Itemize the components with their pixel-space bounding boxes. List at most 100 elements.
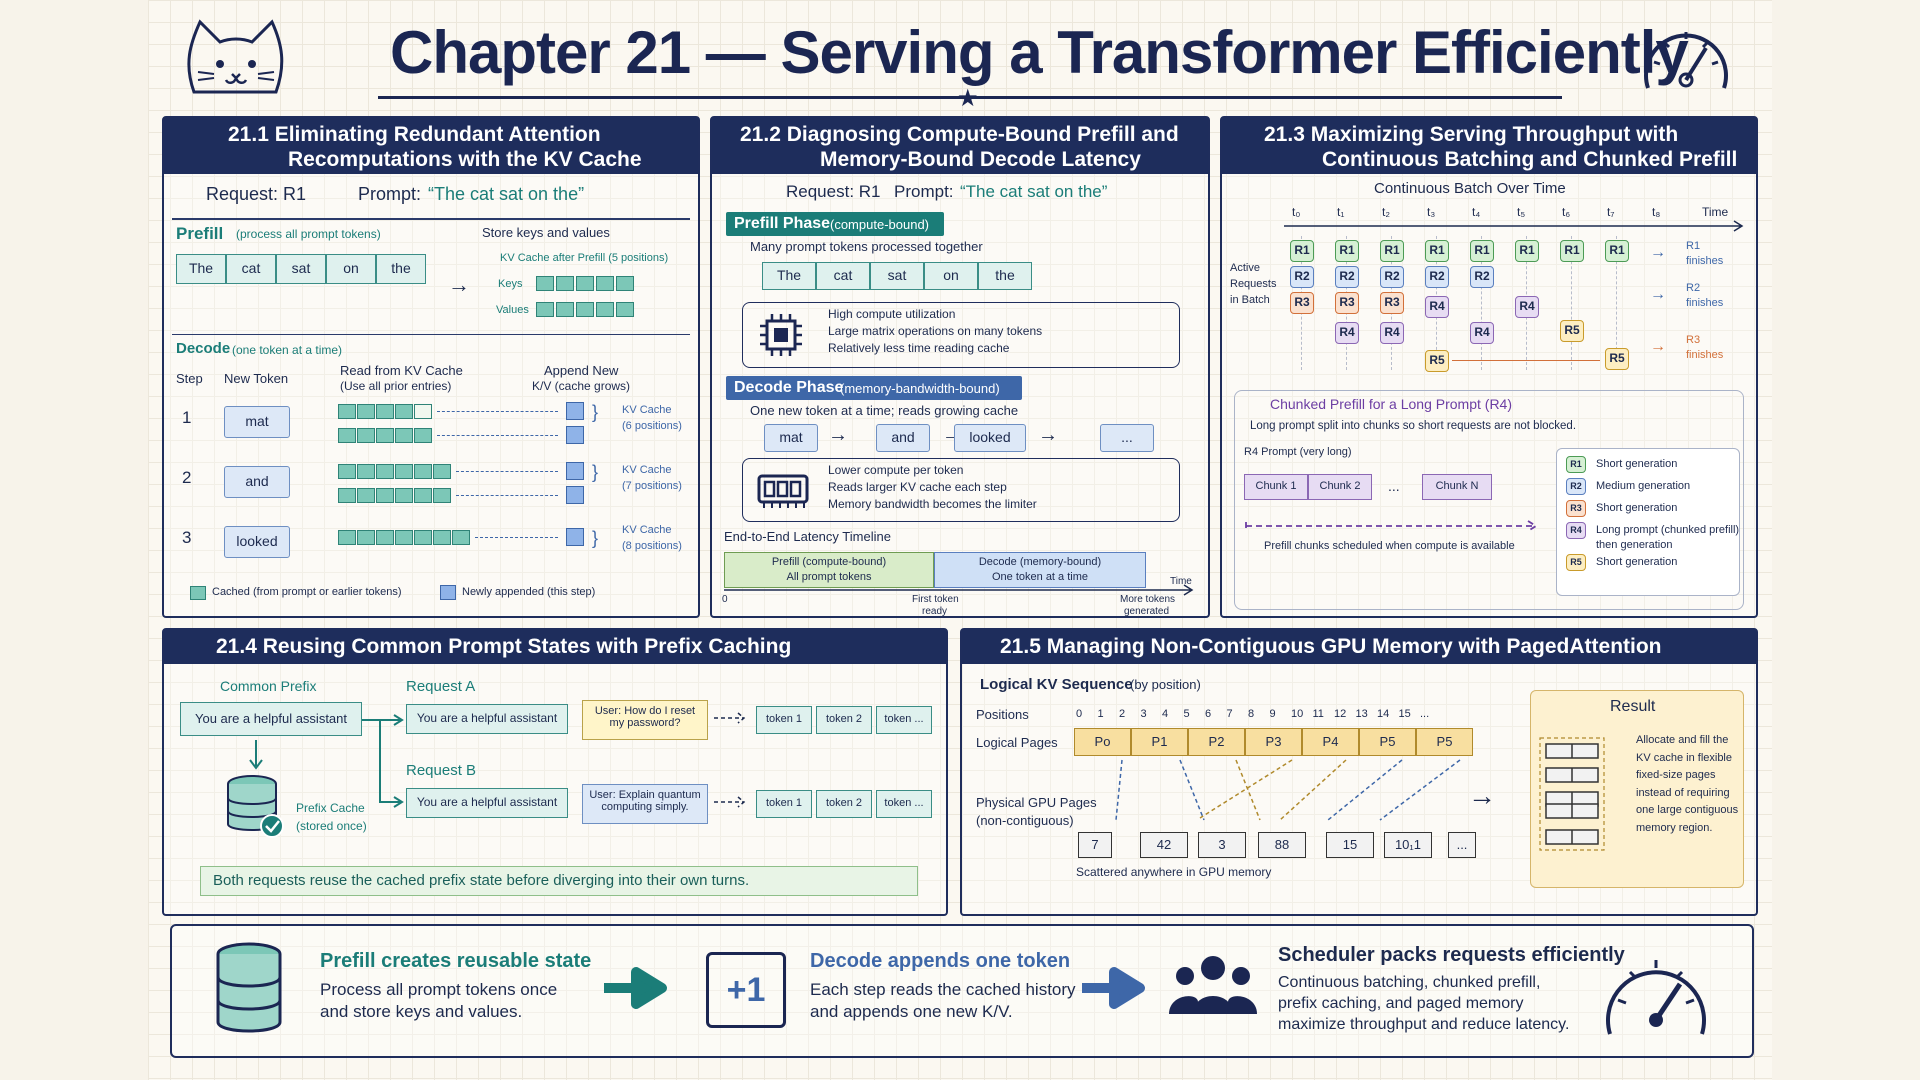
- legend-swatch-r4: R4: [1566, 522, 1586, 539]
- prefill-phase-note: (compute-bound): [830, 217, 929, 232]
- legend-text: then generation: [1596, 539, 1673, 551]
- user-a-line-1: User: How do I reset: [594, 705, 696, 717]
- prompt-token: on: [326, 254, 376, 284]
- physical-page: 7: [1078, 832, 1112, 858]
- chunk-title: Chunked Prefill for a Long Prompt (R4): [1270, 396, 1512, 412]
- title-underline: [378, 96, 1562, 99]
- key-cell: [596, 276, 614, 291]
- cached-cell: [376, 428, 394, 443]
- key-cell: [616, 276, 634, 291]
- grid-line: [1481, 236, 1482, 370]
- arrow-right-icon: →: [1650, 286, 1666, 303]
- database-icon: [216, 942, 282, 1033]
- chunk-box: Chunk N: [1422, 474, 1492, 500]
- cached-cell: [395, 464, 413, 479]
- position-number: 15: [1398, 708, 1411, 720]
- position-number: 3: [1140, 708, 1147, 720]
- cache-store-arrow: [249, 740, 263, 770]
- prefill-phase-tag: Prefill Phase (compute-bound): [726, 212, 944, 236]
- header-line-1: 21.2 Diagnosing Compute-Bound Prefill an…: [740, 123, 1179, 146]
- legend-swatch-r1: R1: [1566, 456, 1586, 473]
- kv-cache-label: KV Cache: [622, 524, 672, 536]
- output-token: token ...: [876, 706, 932, 734]
- step-number: 1: [182, 408, 192, 427]
- legend-new: Newly appended (this step): [462, 586, 596, 598]
- cached-cell: [395, 488, 413, 503]
- request-r3: R3: [1380, 292, 1404, 314]
- speedometer-icon: [1606, 960, 1706, 1035]
- cpu-chip-icon: [760, 314, 802, 356]
- physical-label-2: (non-contiguous): [976, 813, 1074, 828]
- legend-swatch-r2: R2: [1566, 478, 1586, 495]
- common-prefix-label: Common Prefix: [220, 678, 317, 694]
- divider: [172, 218, 690, 220]
- p1-prompt-label: Prompt:: [358, 184, 422, 204]
- position-number: 4: [1162, 708, 1169, 720]
- new-token-looked: looked: [224, 526, 290, 558]
- active-1: Active: [1230, 262, 1260, 274]
- result-line: fixed-size pages: [1636, 769, 1716, 781]
- footer-3-line-2: prefix caching, and paged memory: [1278, 995, 1524, 1012]
- cached-cell: [414, 464, 432, 479]
- position-number: 7: [1226, 708, 1233, 720]
- footer-2-title: Decode appends one token: [810, 950, 1071, 972]
- cached-cell: [414, 428, 432, 443]
- position-number: 2: [1119, 708, 1126, 720]
- cached-cell: [414, 404, 432, 419]
- position-number: 12: [1334, 708, 1347, 720]
- divider: [172, 334, 690, 335]
- prompt-token: cat: [816, 262, 870, 290]
- request-r1: R1: [1560, 240, 1584, 262]
- new-kv-cell: [566, 426, 584, 444]
- time-tick: t₅: [1517, 205, 1526, 219]
- p1-prompt: “The cat sat on the”: [428, 184, 585, 204]
- cached-cell: [376, 464, 394, 479]
- result-box: [1530, 690, 1744, 888]
- cached-cell: [338, 428, 356, 443]
- value-cell: [616, 302, 634, 317]
- result-line: Allocate and fill the: [1636, 734, 1729, 746]
- panel-prefill-decode-header: 21.2 Diagnosing Compute-Bound Prefill an…: [712, 118, 1208, 174]
- step-number: 3: [182, 528, 192, 547]
- p1-kv-after-label: KV Cache after Prefill (5 positions): [500, 252, 669, 264]
- panel-prefix-caching-header: 21.4 Reusing Common Prompt States with P…: [164, 630, 946, 664]
- p2-prompt-label: Prompt:: [894, 182, 954, 201]
- position-number: 5: [1183, 708, 1190, 720]
- grid-line: [1571, 236, 1572, 370]
- request-r1: R1: [1470, 240, 1494, 262]
- dashed-arrow: [456, 471, 558, 472]
- new-kv-cell: [566, 486, 584, 504]
- bar-prefill-line-1: Prefill (compute-bound): [771, 556, 887, 568]
- col-append-2: K/V (cache grows): [532, 379, 631, 393]
- request-a-prefix: You are a helpful assistant: [406, 704, 568, 734]
- position-number: 9: [1269, 708, 1276, 720]
- cached-cell: [376, 530, 394, 545]
- summary-footer: [170, 924, 1754, 1058]
- request-r1: R1: [1380, 240, 1404, 262]
- logical-page: P5: [1359, 728, 1416, 756]
- page-mapping-arrows: [1115, 759, 1461, 821]
- p1-prefill-label: Prefill: [176, 224, 224, 243]
- timeline-zero: 0: [722, 594, 728, 605]
- position-number: ...: [1420, 708, 1430, 720]
- panel-paged-attention-header: 21.5 Managing Non-Contiguous GPU Memory …: [962, 630, 1756, 664]
- legend-text: Long prompt (chunked prefill): [1596, 524, 1740, 536]
- dashed-arrow: [437, 435, 558, 436]
- first-token-1: First token: [912, 594, 959, 605]
- finish-label: finishes: [1686, 297, 1724, 309]
- value-cell: [596, 302, 614, 317]
- p1-prefill-note: (process all prompt tokens): [236, 227, 381, 241]
- time-tick: t₈: [1652, 205, 1661, 219]
- panel-continuous-batching-header: 21.3 Maximizing Serving Throughput with …: [1222, 118, 1756, 174]
- cached-cell: [414, 530, 432, 545]
- request-r5: R5: [1425, 350, 1449, 372]
- footer-3-line-3: maximize throughput and reduce latency.: [1278, 1016, 1570, 1033]
- position-number: 10: [1291, 708, 1304, 720]
- position-number: 1: [1097, 708, 1104, 720]
- arrow-right-icon: →: [1650, 244, 1666, 261]
- col-step: Step: [176, 371, 203, 386]
- time-tick: t₂: [1382, 205, 1390, 219]
- position-number: 13: [1355, 708, 1368, 720]
- arrow-right-icon: [604, 967, 667, 1009]
